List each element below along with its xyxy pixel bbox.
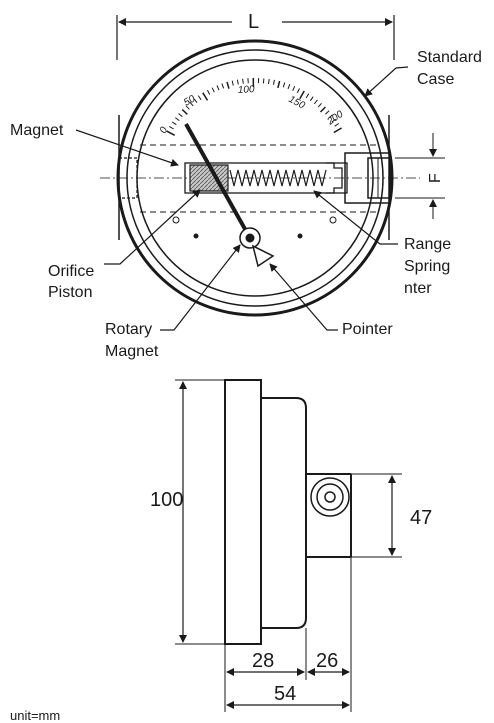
rotary-label: Rotary [105,321,152,338]
range-label: Range [404,236,451,253]
dial-tick [331,118,337,123]
pointer-needle [184,123,252,239]
front-view [75,15,445,331]
dial-tick [178,113,183,118]
dial-tick [242,78,244,84]
side-bezel [224,379,262,645]
dial-tick [189,101,194,107]
case-label: Case [417,71,454,88]
dot-right [297,233,303,239]
range-spring [229,169,327,187]
pointer-tail [251,244,275,268]
port-fitting-hole [324,491,336,503]
dial-tick [287,84,291,90]
spring-stop [326,162,343,194]
left-port [118,157,138,199]
screw-right [329,216,337,224]
dial-tick [305,93,310,99]
spring-label: Spring [404,258,450,275]
dial-tick [277,80,281,89]
dial-tick [296,88,300,94]
leader-piston [104,189,201,265]
leader-pointer [269,263,338,331]
dial-tick [181,108,188,115]
rotary-magnet-label: Magnet [105,343,159,360]
dial-tick [211,87,215,93]
pointer-label: Pointer [342,321,393,338]
callout-labels: L Standard Case Magnet Orifice Piston Ra… [10,11,482,360]
leader-magnet [75,129,179,167]
dot-left [193,233,199,239]
dial-tick [206,89,211,95]
dial-tick [166,130,176,136]
unit-label: unit=mm [10,708,60,723]
dial-tick [197,95,202,101]
screw-left [172,216,180,224]
scale-label-50: 50 [182,93,198,108]
nter-label: nter [404,280,432,297]
dial-tick [273,79,275,85]
dial-tick [171,121,177,126]
dial-tick [309,96,314,102]
dial-tick [226,81,230,89]
dial-tick [221,83,225,89]
dial-tick [193,98,198,104]
port-fitting-outer [310,477,350,517]
dial-tick [319,106,326,113]
scale-label-0: 0 [158,125,171,135]
dial-tick [262,78,265,84]
magnet-label: Magnet [10,122,64,139]
dial-tick [202,92,209,101]
side-view [175,379,402,712]
port-height-label: 47 [410,507,432,529]
dial-tick [333,127,342,134]
dial-tick [268,78,270,85]
leader-rotary [160,244,241,331]
leader-spring [313,190,398,245]
dial-tick [185,105,190,110]
dial-tick [299,90,305,100]
dial-tick [334,123,340,127]
dial-tick [313,99,318,105]
right-fitting-cap [367,157,391,199]
side-body [261,397,307,629]
dial-tick [292,86,296,91]
height-label: 100 [150,489,183,511]
dial-tick [169,125,174,130]
dial-tick [282,82,286,88]
orifice-label: Orifice [48,263,94,280]
dial-tick [317,102,322,108]
dial-tick [328,114,333,119]
dial-tick [231,80,234,86]
length-label: L [248,11,259,33]
scale-label-100: 100 [238,84,256,96]
total-depth-label: 54 [274,683,296,705]
dial-tick [216,85,220,91]
depth-a-label: 28 [252,650,274,672]
dial-tick [325,110,330,115]
standard-label: Standard [417,49,482,66]
piston-label: Piston [48,284,92,301]
f-label: F [427,173,444,183]
dial-tick [236,79,239,85]
depth-b-label: 26 [316,650,338,672]
rotary-magnet-center [245,233,255,243]
dial-ticks [166,77,342,136]
dimension-labels: 100 47 28 26 54 unit=mm [10,489,432,723]
inner-tube [184,162,348,194]
leader-case [364,66,409,97]
port-fitting-mid [316,483,344,511]
dial-tick [175,117,180,121]
scale-label-150: 150 [287,94,307,112]
